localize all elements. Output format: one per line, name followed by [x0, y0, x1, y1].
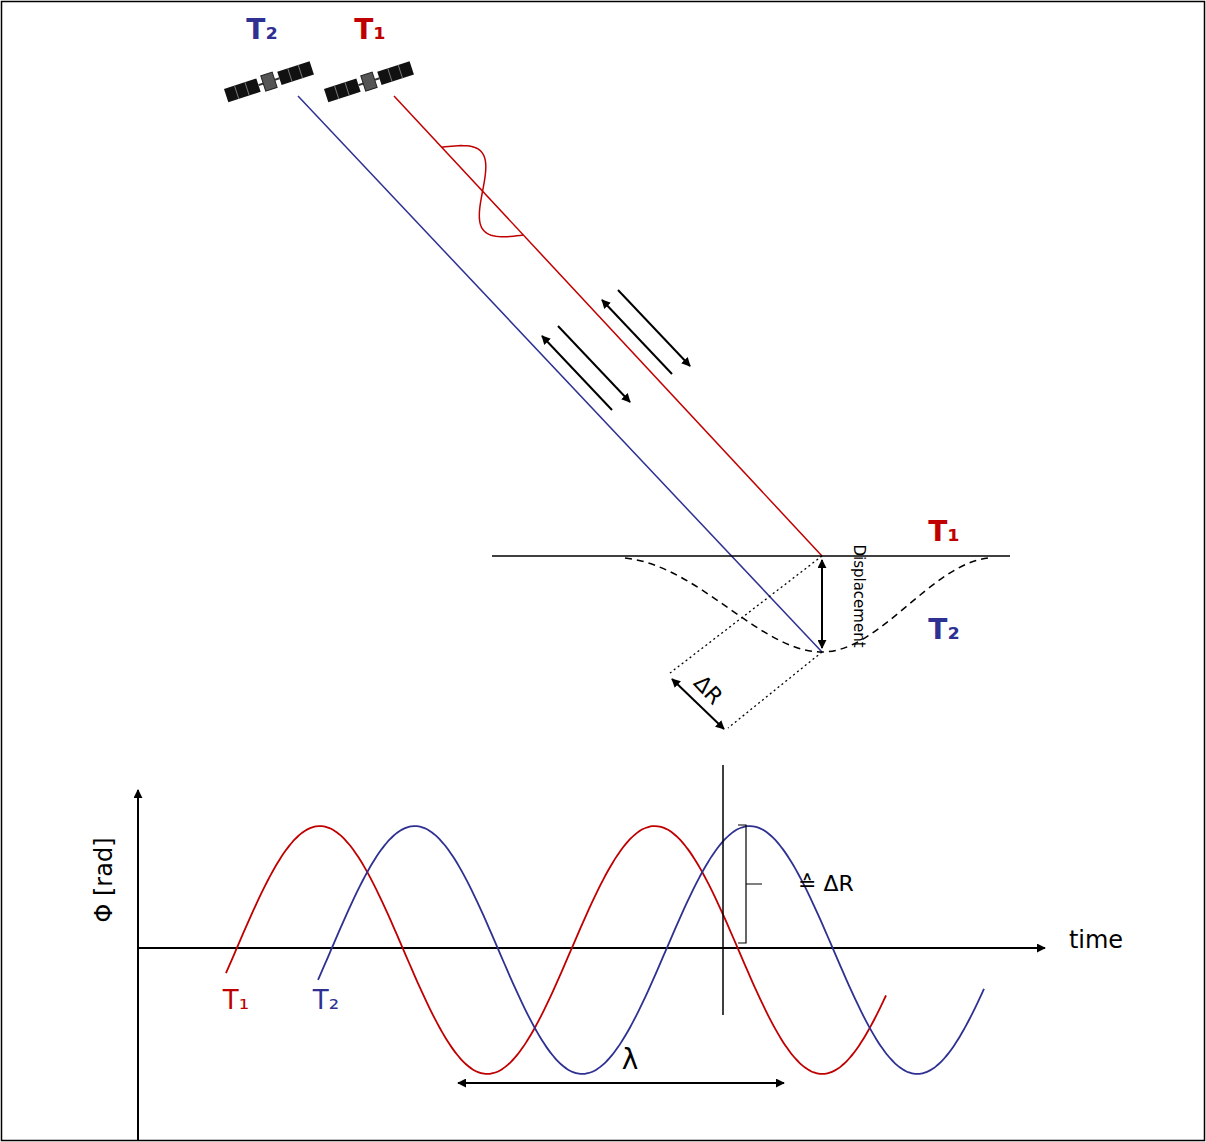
phase-label: ≙ ΔR — [798, 873, 854, 895]
displacement-label: Displacement — [851, 544, 866, 647]
displacement-arrow — [821, 560, 823, 648]
y-axis — [137, 790, 139, 1140]
signal-arrows — [542, 290, 690, 410]
satellite-label: T₂ — [246, 16, 277, 44]
satellite-icon — [224, 60, 315, 103]
radar-wave — [442, 146, 524, 237]
wavelength-label: λ — [622, 1046, 639, 1074]
axis-label: time — [1069, 928, 1123, 952]
wave-label: T₂ — [313, 987, 339, 1013]
phase-marker — [722, 765, 724, 1015]
surface-label: T₁ — [928, 518, 959, 546]
axis-label: Φ [rad] — [92, 837, 116, 922]
x-axis — [138, 947, 1045, 949]
delta-r-label: ΔR — [690, 671, 727, 708]
wave-label: T₁ — [223, 987, 249, 1013]
projection-lines — [670, 556, 822, 728]
ground-t2 — [625, 558, 988, 652]
wavelength-arrow — [458, 1082, 784, 1084]
surface-label: T₂ — [928, 616, 959, 644]
los-line-t1 — [394, 96, 822, 556]
satellite-label: T₁ — [354, 16, 385, 44]
los-line-t2 — [298, 96, 822, 652]
wave-t2 — [318, 826, 984, 1074]
satellite-icon — [324, 60, 415, 103]
bracket — [738, 825, 762, 943]
wave-t1 — [226, 826, 886, 1074]
ground-t1 — [492, 555, 1010, 557]
